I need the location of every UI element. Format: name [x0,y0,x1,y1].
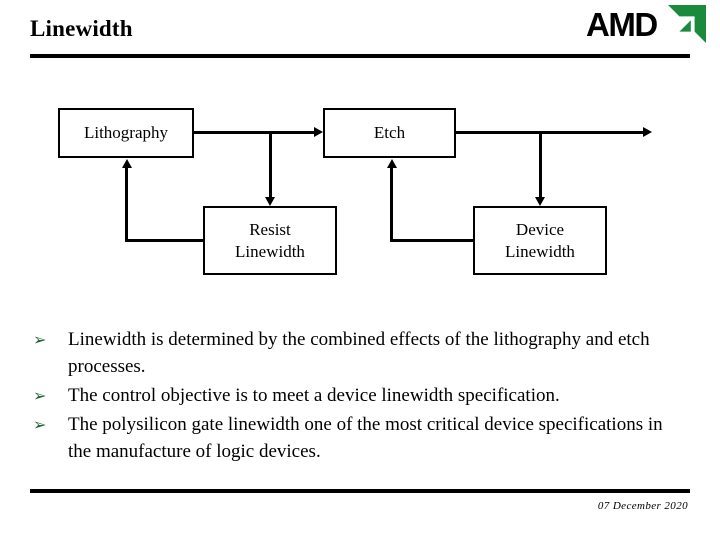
page-title: Linewidth [30,16,133,41]
wire-device-feedback-vertical [390,168,393,242]
list-item-text: The control objective is to meet a devic… [68,385,560,406]
title-divider [30,54,690,58]
wire-branch-to-resist [269,131,272,197]
wire-etch-output [456,131,648,134]
footer-divider [30,489,690,493]
wire-lithography-to-etch [194,131,316,134]
node-label-device-line2: Linewidth [505,241,575,261]
arrowhead-into-resist [265,197,275,206]
node-label-device-line1: Device [515,219,565,239]
list-item: ➢ Linewidth is determined by the combine… [30,326,690,380]
process-flow-diagram: Lithography Etch Resist Linewidth Device… [58,108,652,275]
bullet-arrow-icon: ➢ [33,415,47,434]
arrowhead-into-lithography [122,159,132,168]
arrowhead-into-device [535,197,545,206]
wire-device-feedback-horizontal [390,239,475,242]
list-item: ➢ The control objective is to meet a dev… [30,382,690,409]
amd-arrow-icon [668,5,706,43]
node-label-resist-line2: Linewidth [235,241,305,261]
diagram-node-lithography[interactable]: Lithography [58,108,194,158]
wire-resist-feedback-horizontal [125,239,205,242]
footer-date: 07 December 2020 [597,500,688,512]
amd-logo: AMD [586,4,706,50]
list-item-text: The polysilicon gate linewidth one of th… [68,414,663,462]
bullet-arrow-icon: ➢ [33,330,47,349]
list-item-text: Linewidth is determined by the combined … [68,329,650,377]
bullet-list: ➢ Linewidth is determined by the combine… [30,326,690,467]
amd-wordmark: AMD [586,6,658,43]
node-label-device: Device Linewidth [505,219,575,263]
wire-resist-feedback-vertical [125,168,128,242]
node-label-resist: Resist Linewidth [235,219,305,263]
diagram-node-etch[interactable]: Etch [323,108,456,158]
bullet-arrow-icon: ➢ [33,386,47,405]
arrowhead-into-etch [314,127,323,137]
node-label-lithography: Lithography [83,123,169,142]
diagram-node-device-linewidth[interactable]: Device Linewidth [473,206,607,275]
list-item: ➢ The polysilicon gate linewidth one of … [30,411,690,465]
arrowhead-output [643,127,652,137]
node-label-resist-line1: Resist [249,219,291,239]
wire-branch-to-device [539,131,542,197]
node-label-etch: Etch [373,123,406,142]
diagram-node-resist-linewidth[interactable]: Resist Linewidth [203,206,337,275]
arrowhead-into-etch-feedback [387,159,397,168]
